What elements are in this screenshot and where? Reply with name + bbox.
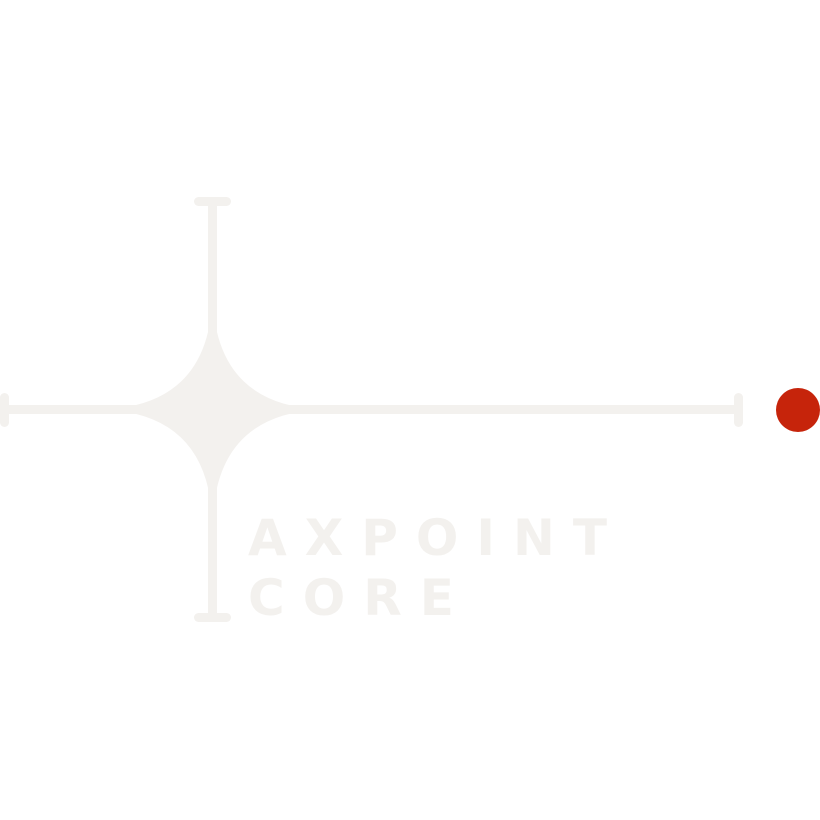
brand-wordmark: AXPOINT CORE — [248, 508, 625, 628]
bottom-cap — [194, 613, 231, 622]
left-cap — [0, 393, 9, 427]
top-cap — [194, 197, 231, 206]
four-point-star-crosshair-icon — [0, 197, 743, 622]
right-cap — [734, 393, 743, 427]
brand-name-line-2: CORE — [248, 569, 472, 627]
brand-name-line-1: AXPOINT — [248, 509, 625, 567]
red-dot-icon — [776, 388, 820, 432]
star-shape — [103, 290, 322, 530]
